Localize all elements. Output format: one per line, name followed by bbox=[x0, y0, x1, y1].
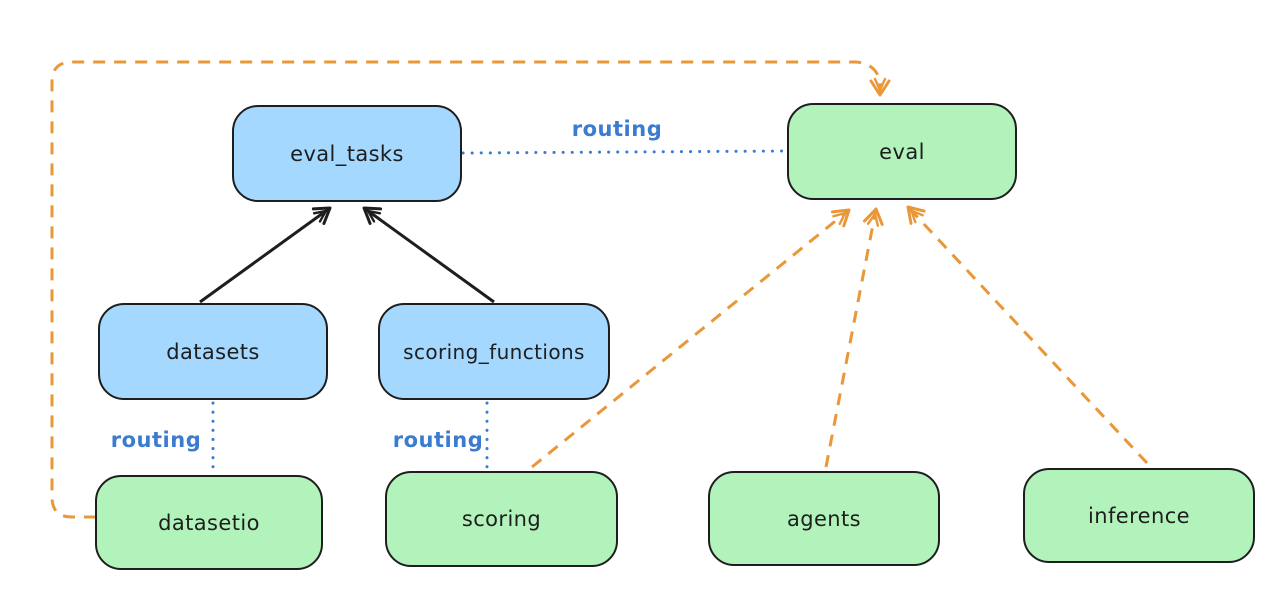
node-datasetio-label: datasetio bbox=[158, 510, 260, 535]
edge-datasets-to-eval_tasks bbox=[199, 206, 332, 304]
routing-label-scoring: routing bbox=[392, 428, 484, 452]
edge-datasetio-to-eval bbox=[50, 60, 891, 519]
edge-scoring_functions-to-eval_tasks bbox=[362, 206, 495, 304]
node-scoring-functions-label: scoring_functions bbox=[403, 339, 585, 364]
node-eval-label: eval bbox=[879, 139, 925, 164]
node-eval[interactable]: eval bbox=[787, 103, 1017, 200]
node-scoring-label: scoring bbox=[461, 507, 542, 531]
node-scoring[interactable]: scoring bbox=[385, 471, 618, 567]
edge-inference-to-eval bbox=[906, 205, 1149, 465]
routing-label-datasetio: routing bbox=[110, 428, 202, 452]
node-inference[interactable]: inference bbox=[1023, 468, 1255, 563]
node-datasets-label: datasets bbox=[166, 339, 260, 364]
node-eval-tasks[interactable]: eval_tasks bbox=[232, 105, 462, 202]
node-datasetio[interactable]: datasetio bbox=[95, 475, 323, 570]
node-agents-label: agents bbox=[786, 506, 861, 531]
edge-eval_tasks-routing-eval bbox=[461, 149, 788, 155]
node-agents[interactable]: agents bbox=[708, 471, 940, 566]
node-inference-label: inference bbox=[1088, 503, 1190, 528]
node-eval-tasks-label: eval_tasks bbox=[290, 141, 404, 166]
node-scoring-functions[interactable]: scoring_functions bbox=[378, 303, 610, 400]
edge-scoring-to-eval bbox=[531, 208, 851, 469]
edge-agents-to-eval bbox=[824, 207, 884, 468]
routing-label-top: routing bbox=[571, 117, 663, 141]
node-datasets[interactable]: datasets bbox=[98, 303, 328, 400]
